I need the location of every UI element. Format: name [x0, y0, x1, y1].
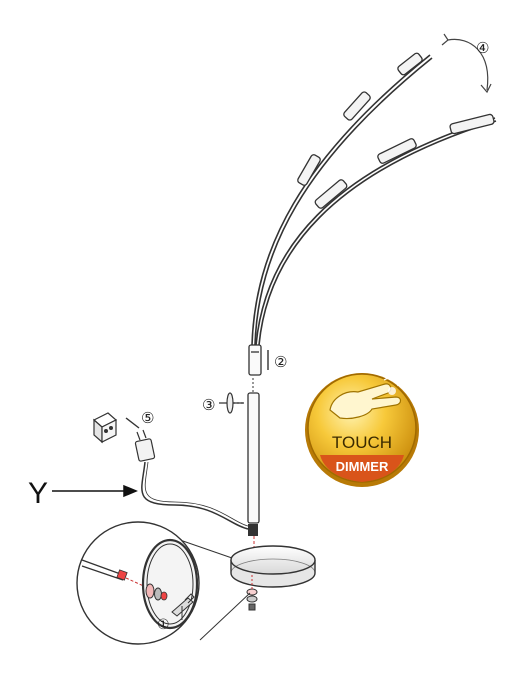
badge-banner — [320, 455, 404, 482]
step-label-five: ⑤ — [141, 409, 154, 427]
lower-pole — [247, 392, 260, 524]
power-cable-inner — [144, 461, 249, 527]
plug-indicator-line — [125, 417, 140, 429]
touch-dimmer-badge: TOUCH DIMMER — [305, 371, 419, 487]
led-heads-lower — [314, 113, 495, 209]
step-label-two: ② — [274, 353, 287, 371]
connector-screw — [219, 392, 244, 414]
step-label-three: ③ — [202, 396, 215, 414]
lamp-base — [230, 545, 316, 588]
upper-pole — [248, 344, 262, 376]
power-cable — [141, 461, 249, 530]
cable-pointer-arrow — [52, 484, 138, 498]
hand-touch-icon — [329, 371, 405, 420]
detail-zoom — [76, 521, 251, 645]
power-adapter-icon — [134, 429, 156, 462]
badge-line2: DIMMER — [336, 459, 389, 474]
step-label-four: ④ — [476, 39, 489, 57]
wall-socket-icon — [92, 412, 118, 444]
step-label-one: ① — [157, 617, 170, 633]
cable-label-y: Y — [28, 477, 48, 510]
base-screws — [246, 575, 258, 611]
rotate-arrow-icon — [441, 33, 492, 94]
badge-line1: TOUCH — [332, 433, 392, 452]
led-heads-upper — [297, 52, 423, 186]
lamp-arms — [251, 54, 497, 346]
pole-joint — [248, 524, 258, 536]
